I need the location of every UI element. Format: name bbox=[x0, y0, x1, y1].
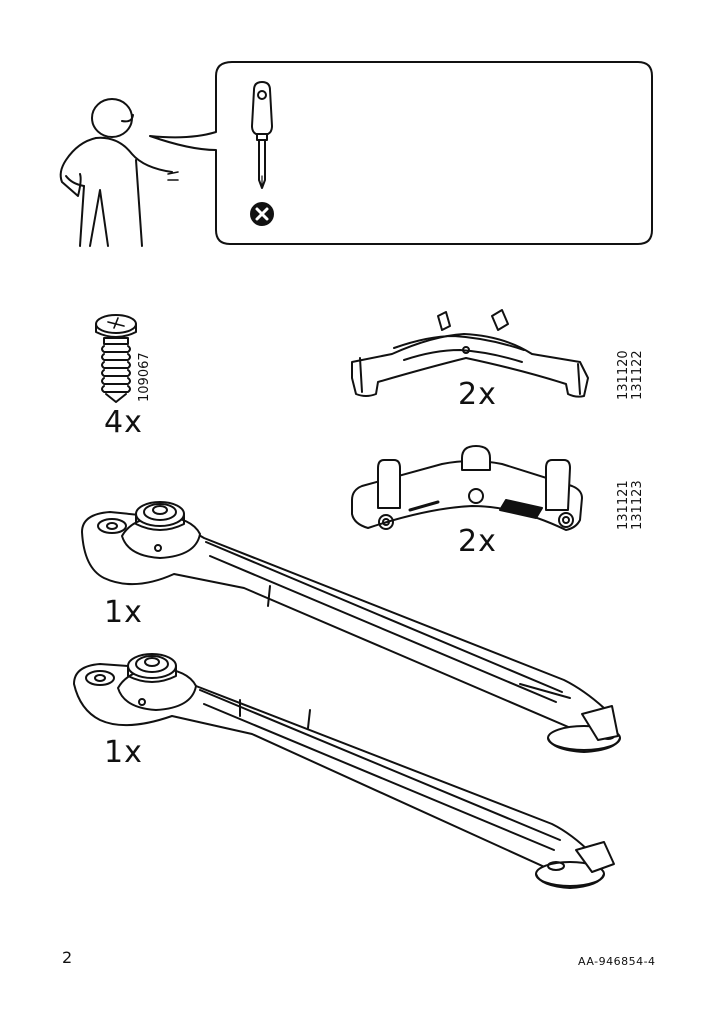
quantity-runner-1: 1x bbox=[104, 595, 143, 630]
screwdriver-icon bbox=[251, 81, 273, 189]
screw-illustration bbox=[95, 314, 137, 403]
runner-1-illustration bbox=[81, 501, 621, 753]
speech-bubble bbox=[149, 61, 653, 245]
part-numbers-clip-lower: 131121 131123 bbox=[616, 480, 645, 530]
part-number-label: 131122 bbox=[630, 350, 645, 400]
part-number-label: 109067 bbox=[137, 352, 152, 402]
page-number: 2 bbox=[62, 948, 73, 967]
part-number-label: 131120 bbox=[616, 350, 631, 400]
quantity-screw: 4x bbox=[104, 405, 143, 440]
runner-2-illustration bbox=[73, 653, 615, 889]
part-number-screw: 109067 bbox=[137, 352, 152, 402]
part-numbers-clip-upper: 131120 131122 bbox=[616, 350, 645, 400]
document-id: AA-946854-4 bbox=[578, 955, 656, 968]
quantity-clip-upper: 2x bbox=[458, 377, 497, 412]
clip-lower-illustration bbox=[351, 445, 583, 531]
part-number-label: 131123 bbox=[630, 480, 645, 530]
part-number-label: 131121 bbox=[616, 480, 631, 530]
clip-upper-illustration bbox=[351, 309, 589, 398]
no-drill-icon bbox=[250, 202, 274, 226]
person-figure bbox=[59, 98, 179, 247]
quantity-clip-lower: 2x bbox=[458, 524, 497, 559]
quantity-runner-2: 1x bbox=[104, 735, 143, 770]
